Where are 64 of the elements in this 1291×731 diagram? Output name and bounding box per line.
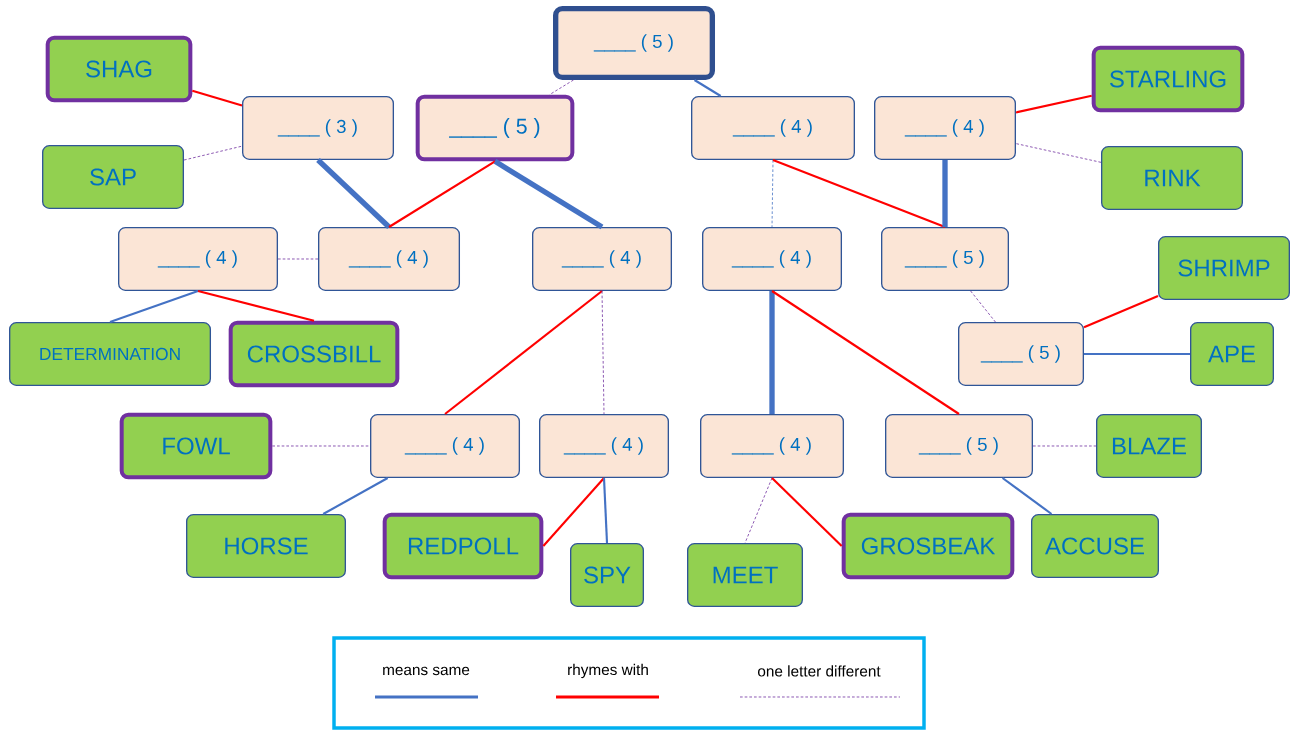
blank-box: ____ ( 3 )	[242, 96, 394, 160]
word-box: SHRIMP	[1158, 236, 1290, 300]
legend-label: rhymes with	[568, 663, 648, 679]
connector-line	[771, 159, 774, 228]
word-box: REDPOLL	[382, 512, 544, 580]
connector-line	[549, 79, 574, 96]
connector-line	[1001, 477, 1053, 515]
blank-box: ____ ( 4 )	[874, 96, 1016, 160]
word-box: APE	[1190, 322, 1274, 386]
blank-box: ____ ( 4 )	[118, 227, 278, 291]
connector-line	[183, 145, 243, 161]
blank-box: ____ ( 5 )	[553, 6, 715, 80]
word-box: MEET	[687, 543, 803, 607]
blank-box: ____ ( 4 )	[691, 96, 855, 160]
blank-box: ____ ( 5 )	[415, 94, 575, 162]
connector-line	[542, 477, 605, 547]
legend-label: means same	[383, 666, 470, 676]
word-box: SPY	[570, 543, 644, 607]
connector-line	[1084, 352, 1190, 356]
connector-line	[192, 89, 243, 107]
connector-line	[1083, 294, 1159, 329]
connector-line	[970, 290, 996, 323]
connector-line	[388, 160, 496, 228]
blank-box: ____ ( 4 )	[318, 227, 460, 291]
connector-line	[322, 477, 389, 515]
blank-box: ____ ( 5 )	[958, 322, 1084, 386]
connector-line	[316, 158, 391, 229]
word-box: SHAG	[45, 35, 193, 103]
word-box: GROSBEAK	[841, 512, 1015, 580]
connector-line	[771, 477, 843, 547]
blank-box: ____ ( 4 )	[700, 414, 844, 478]
connector-line	[1015, 94, 1092, 114]
legend-label: one letter different	[758, 665, 881, 677]
connector-line	[602, 477, 609, 544]
connector-line	[493, 159, 604, 230]
connector-line	[942, 160, 948, 227]
word-box: BLAZE	[1096, 414, 1202, 478]
connector-line	[772, 159, 946, 228]
word-box: STARLING	[1091, 45, 1245, 113]
connector-line	[693, 79, 722, 97]
word-box: RINK	[1101, 146, 1243, 210]
connector-line	[444, 290, 603, 415]
connector-line	[109, 290, 199, 323]
connector-line	[744, 477, 773, 544]
blank-box: ____ ( 4 )	[702, 227, 842, 291]
blank-box: ____ ( 4 )	[370, 414, 520, 478]
blank-box: ____ ( 5 )	[881, 227, 1009, 291]
word-box: DETERMINATION	[9, 322, 211, 386]
word-box: FOWL	[119, 412, 273, 480]
connector-line	[1032, 445, 1097, 447]
word-box: HORSE	[186, 514, 346, 578]
blank-box: ____ ( 4 )	[532, 227, 672, 291]
blank-box: ____ ( 4 )	[539, 414, 669, 478]
connector-line	[271, 445, 371, 447]
connector-line	[277, 258, 319, 260]
word-box: SAP	[42, 145, 184, 209]
connector-line	[601, 290, 605, 415]
word-box: CROSSBILL	[228, 320, 400, 388]
blank-box: ____ ( 5 )	[885, 414, 1033, 478]
connector-line	[769, 291, 775, 414]
connector-line	[1015, 143, 1102, 163]
connector-line	[771, 290, 960, 415]
connector-line	[197, 289, 315, 322]
word-box: ACCUSE	[1031, 514, 1159, 578]
